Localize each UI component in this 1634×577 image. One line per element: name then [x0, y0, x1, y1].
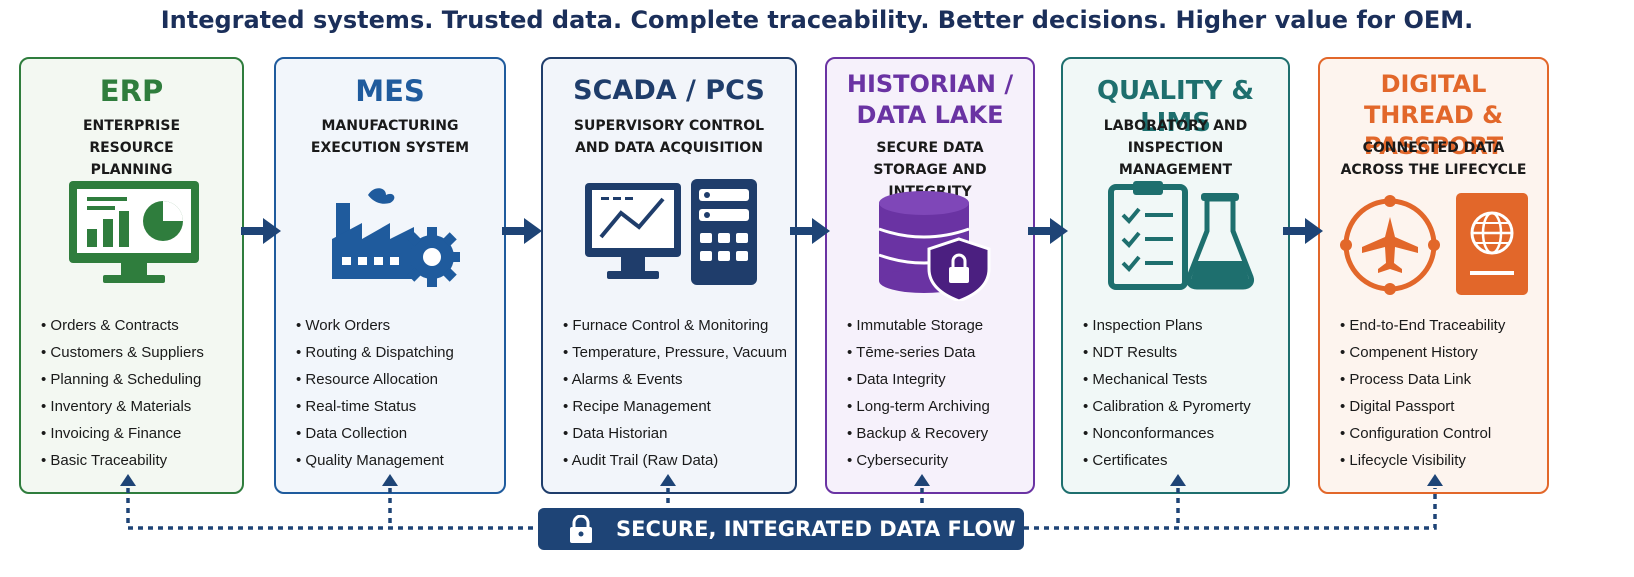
headline: Integrated systems. Trusted data. Comple…	[160, 6, 1474, 34]
list-item: Configuration Control	[1340, 420, 1505, 447]
list-item: Tēme-series Data	[847, 339, 990, 366]
list-item: Alarms & Events	[563, 366, 787, 393]
arrow-right-icon	[502, 218, 542, 244]
list-item: Recipe Management	[563, 393, 787, 420]
list-item: Data Integrity	[847, 366, 990, 393]
card-quality: QUALITY & LIMS LABORATORY AND INSPECTION…	[1061, 57, 1290, 494]
feature-list: Orders & Contracts Customers & Suppliers…	[41, 312, 204, 474]
lock-icon	[570, 515, 592, 543]
list-item: Lifecycle Visibility	[1340, 447, 1505, 474]
list-item: Quality Management	[296, 447, 454, 474]
card-title: SCADA / PCS	[573, 75, 765, 106]
arrow-right-icon	[790, 218, 830, 244]
banner-label: SECURE, INTEGRATED DATA FLOW	[616, 517, 1016, 541]
list-item: Real-time Status	[296, 393, 454, 420]
list-item: Data Historian	[563, 420, 787, 447]
arrow-right-icon	[1028, 218, 1068, 244]
card-title: ERP	[99, 74, 164, 108]
list-item: End-to-End Traceability	[1340, 312, 1505, 339]
card-scada: SCADA / PCS SUPERVISORY CONTROL AND DATA…	[541, 57, 797, 494]
card-subtitle: SUPERVISORY CONTROL AND DATA ACQUISITION	[573, 118, 765, 156]
card-historian: HISTORIAN / DATA LAKE SECURE DATA STORAG…	[825, 57, 1035, 494]
list-item: Inspection Plans	[1083, 312, 1251, 339]
list-item: Furnace Control & Monitoring	[563, 312, 787, 339]
card-mes: MES MANUFACTURING EXECUTION SYSTEM Work …	[274, 57, 506, 494]
data-flow-connector	[120, 474, 1443, 530]
list-item: Invoicing & Finance	[41, 420, 204, 447]
secure-data-flow-banner: SECURE, INTEGRATED DATA FLOW	[538, 508, 1024, 550]
list-item: Data Collection	[296, 420, 454, 447]
list-item: Compenent History	[1340, 339, 1505, 366]
list-item: Cybersecurity	[847, 447, 990, 474]
list-item: Orders & Contracts	[41, 312, 204, 339]
clipboard-flask-icon	[1108, 181, 1254, 290]
card-subtitle: MANUFACTURING EXECUTION SYSTEM	[310, 118, 470, 156]
card-title: HISTORIAN / DATA LAKE	[846, 70, 1014, 129]
feature-list: Furnace Control & Monitoring Temperature…	[563, 312, 787, 474]
card-subtitle: CONNECTED DATA ACROSS THE LIFECYCLE	[1340, 140, 1527, 178]
list-item: Long-term Archiving	[847, 393, 989, 420]
list-item: Resource Allocation	[296, 366, 454, 393]
feature-list: Inspection Plans NDT Results Mechanical …	[1083, 312, 1251, 474]
arrow-right-icon	[241, 218, 281, 244]
database-shield-icon	[878, 191, 991, 301]
card-title: DIGITAL THREAD & PASSPORT	[1363, 70, 1504, 160]
list-item: Mechanical Tests	[1083, 366, 1251, 393]
card-erp: ERP ENTERPRISE RESOURCE PLANNING Orders …	[19, 57, 244, 494]
list-item: Digital Passport	[1340, 393, 1505, 420]
list-item: Backup & Recovery	[847, 420, 990, 447]
monitor-control-panel-icon	[585, 179, 757, 285]
card-subtitle: ENTERPRISE RESOURCE PLANNING	[82, 118, 181, 178]
list-item: Calibration & Pyromerty	[1083, 393, 1250, 420]
card-digital-thread: DIGITAL THREAD & PASSPORT CONNECTED DATA…	[1318, 57, 1549, 494]
list-item: Work Orders	[296, 312, 454, 339]
list-item: Certificates	[1083, 447, 1251, 474]
list-item: NDT Results	[1083, 339, 1251, 366]
feature-list: Work Orders Routing & Dispatching Resour…	[296, 312, 454, 474]
list-item: Nonconformances	[1083, 420, 1251, 447]
card-title: MES	[355, 74, 425, 108]
feature-list: End-to-End Traceability Compenent Histor…	[1340, 312, 1505, 474]
list-item: Audit Trail (Raw Data)	[563, 447, 787, 474]
list-item: Customers & Suppliers	[41, 339, 203, 366]
factory-gear-icon	[332, 188, 460, 287]
airplane-passport-icon	[1340, 193, 1528, 295]
card-subtitle: SECURE DATA STORAGE AND INTEGRITY	[873, 140, 987, 200]
card-title: QUALITY & LIMS	[1096, 76, 1255, 138]
feature-list: Immutable Storage Tēme-series Data Data …	[847, 312, 990, 474]
list-item: Planning & Scheduling	[41, 366, 204, 393]
arrow-right-icon	[1283, 218, 1323, 244]
list-item: Temperature, Pressure, Vacuum	[563, 339, 787, 366]
list-item: Routing & Dispatching	[296, 339, 453, 366]
list-item: Basic Traceability	[41, 447, 204, 474]
monitor-chart-icon	[69, 181, 199, 283]
list-item: Immutable Storage	[847, 312, 990, 339]
card-subtitle: LABORATORY AND INSPECTION MANAGEMENT	[1103, 118, 1248, 178]
list-item: Process Data Link	[1340, 366, 1505, 393]
list-item: Inventory & Materials	[41, 393, 204, 420]
